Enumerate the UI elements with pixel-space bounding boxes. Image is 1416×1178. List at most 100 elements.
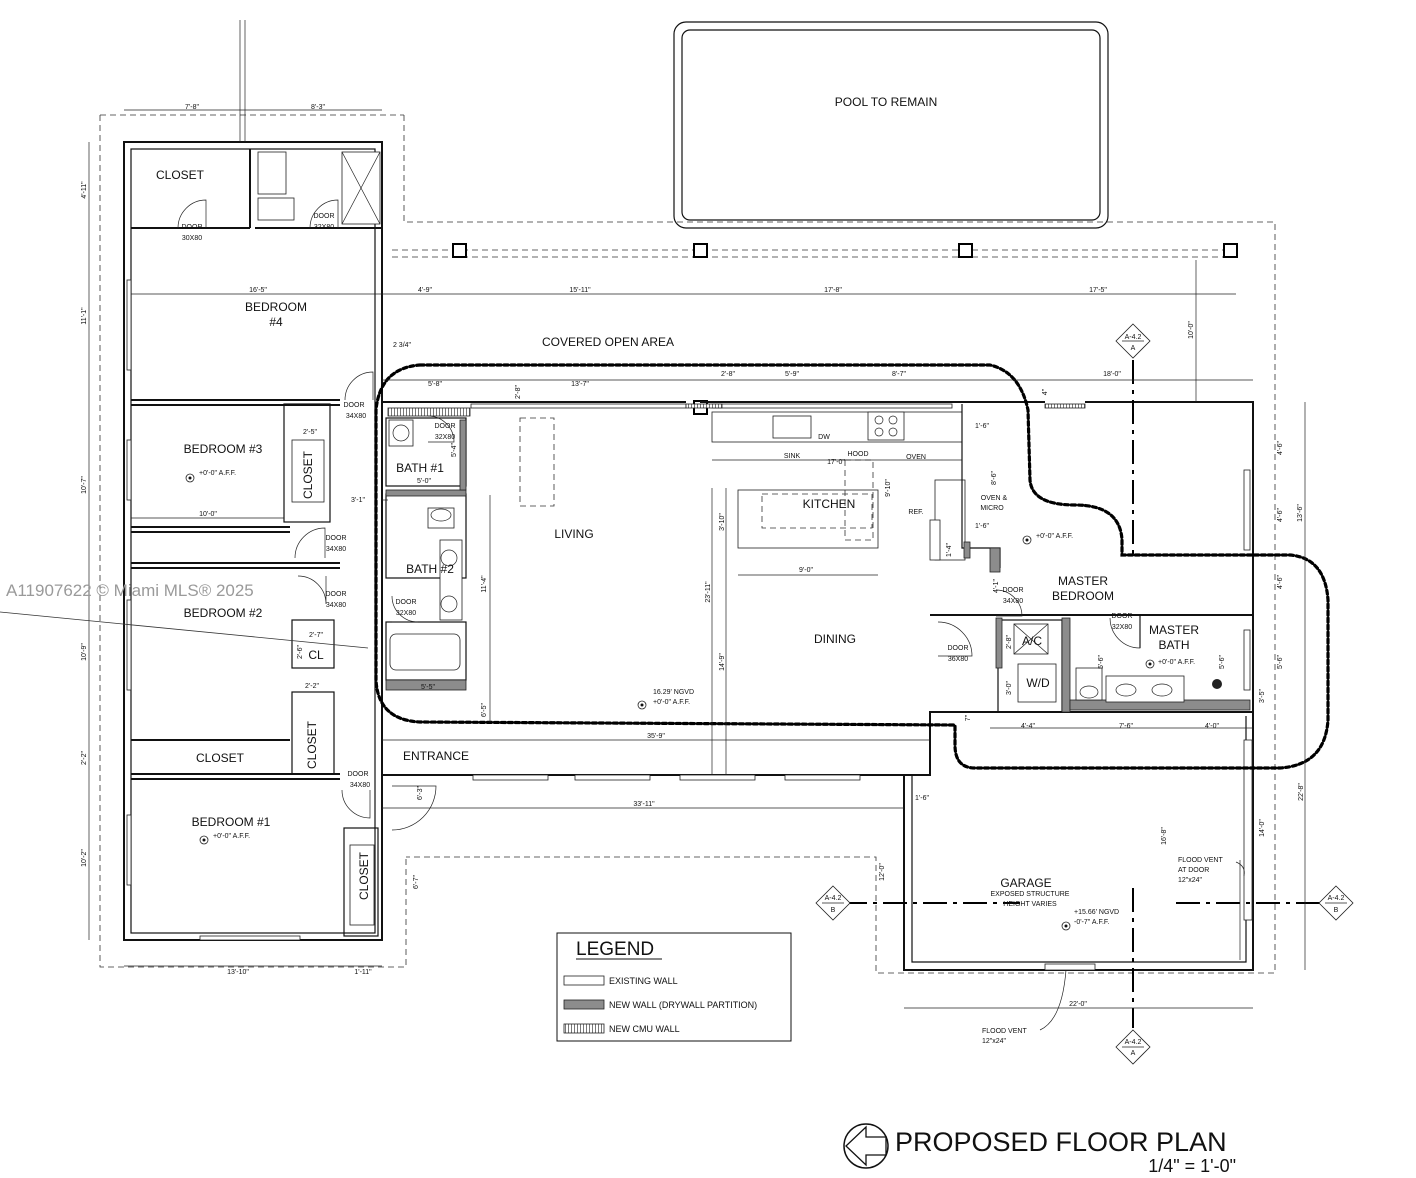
svg-text:16'-8": 16'-8"	[1161, 827, 1168, 845]
covered-area-label: COVERED OPEN AREA	[542, 335, 674, 349]
pool: POOL TO REMAIN	[673, 21, 1109, 229]
svg-text:35'-9": 35'-9"	[647, 733, 665, 740]
closet-b3-label: CLOSET	[301, 450, 315, 499]
master-bedroom-label-2: BEDROOM	[1052, 589, 1114, 603]
svg-text:8'-3": 8'-3"	[311, 104, 325, 111]
svg-text:17'-0": 17'-0"	[827, 459, 845, 466]
outer-dashed-line	[99, 114, 1276, 974]
master-bath-label-2: BATH	[1158, 638, 1189, 652]
master-bath-label: MASTER	[1149, 623, 1199, 637]
svg-text:+0'-0" A.F.F.: +0'-0" A.F.F.	[1158, 659, 1195, 666]
column	[452, 243, 467, 258]
svg-text:FLOOD VENT: FLOOD VENT	[982, 1028, 1027, 1035]
svg-text:9'-10": 9'-10"	[885, 479, 892, 497]
master-bedroom-label: MASTER	[1058, 574, 1108, 588]
svg-text:32X80: 32X80	[435, 434, 455, 441]
svg-text:B: B	[1334, 907, 1339, 914]
svg-text:DOOR: DOOR	[948, 645, 969, 652]
svg-text:1'-4": 1'-4"	[946, 543, 953, 557]
title-block: PROPOSED FLOOR PLAN 1/4" = 1'-0"	[843, 1123, 1236, 1176]
section-lines	[843, 360, 1322, 1028]
wd-label: W/D	[1026, 676, 1050, 690]
svg-text:6'-7": 6'-7"	[413, 875, 420, 889]
svg-text:8'-7": 8'-7"	[892, 371, 906, 378]
section-marker-top: A-4.2 A	[1115, 323, 1151, 359]
svg-text:32X80: 32X80	[396, 610, 416, 617]
plan-scale: 1/4" = 1'-0"	[1148, 1156, 1236, 1176]
dimension-labels: 7'-8" 8'-3" 4'-11" 11'-1" 10'-7" 10'-9" …	[81, 104, 1305, 1008]
garage-note-1: EXPOSED STRUCTURE	[991, 891, 1070, 898]
svg-text:22'-0": 22'-0"	[1069, 1001, 1087, 1008]
bedroom-2-label: BEDROOM #2	[184, 606, 263, 620]
svg-text:5'-0": 5'-0"	[417, 478, 431, 485]
svg-text:DW: DW	[818, 434, 830, 441]
room-labels: CLOSET BEDROOM #4 BEDROOM #3 BEDROOM #2 …	[156, 168, 1199, 908]
column	[1223, 243, 1238, 258]
pool-label: POOL TO REMAIN	[835, 95, 937, 109]
svg-text:34X80: 34X80	[326, 602, 346, 609]
elevation-tags: +0'-0" A.F.F. +0'-0" A.F.F. 16.29' NGVD …	[185, 470, 1195, 931]
svg-text:DOOR: DOOR	[1003, 587, 1024, 594]
svg-text:18'-0": 18'-0"	[1103, 371, 1121, 378]
svg-text:7": 7"	[965, 714, 972, 721]
svg-text:HOOD: HOOD	[848, 451, 869, 458]
svg-text:13'-6": 13'-6"	[1297, 504, 1304, 522]
svg-text:4'-1": 4'-1"	[993, 579, 1000, 593]
svg-text:2'-5": 2'-5"	[303, 429, 317, 436]
svg-text:32X80: 32X80	[314, 224, 334, 231]
svg-text:DOOR: DOOR	[326, 591, 347, 598]
svg-text:7'-6": 7'-6"	[1119, 723, 1133, 730]
kitchen-fixture-labels: SINK DW HOOD OVEN OVEN & MICRO REF.	[784, 434, 1008, 516]
main-house-walls	[381, 400, 1254, 781]
svg-text:34X80: 34X80	[346, 413, 366, 420]
svg-text:OVEN: OVEN	[906, 454, 926, 461]
dimension-lines	[88, 20, 1306, 1009]
legend-title: LEGEND	[576, 939, 654, 960]
svg-text:10'-0": 10'-0"	[1188, 321, 1195, 339]
garage-label: GARAGE	[1000, 876, 1051, 890]
svg-text:5'-5": 5'-5"	[421, 684, 435, 691]
svg-text:MICRO: MICRO	[980, 505, 1004, 512]
svg-text:4'-9": 4'-9"	[418, 287, 432, 294]
svg-text:32X80: 32X80	[1112, 624, 1132, 631]
door-tags: DOOR 30X80 DOOR 32X80 DOOR 34X80 DOOR 32…	[182, 213, 1133, 789]
svg-text:17'-5": 17'-5"	[1089, 287, 1107, 294]
svg-text:+0'-0" A.F.F.: +0'-0" A.F.F.	[213, 833, 250, 840]
svg-text:3'-1": 3'-1"	[351, 497, 365, 504]
svg-text:2'-2": 2'-2"	[81, 751, 88, 765]
svg-text:4'-0": 4'-0"	[1205, 723, 1219, 730]
svg-text:14'-0": 14'-0"	[1259, 819, 1266, 837]
watermark: A11907622 © Miami MLS® 2025	[0, 581, 369, 649]
closet-cl-label: CL	[308, 648, 324, 662]
garage-walls	[903, 712, 1254, 971]
svg-text:4": 4"	[1042, 388, 1049, 395]
legend-item-drywall: NEW WALL (DRYWALL PARTITION)	[609, 1000, 757, 1010]
svg-text:1'-6": 1'-6"	[915, 795, 929, 802]
svg-text:6'-5": 6'-5"	[481, 703, 488, 717]
svg-text:B: B	[831, 907, 836, 914]
svg-text:8'-6": 8'-6"	[991, 471, 998, 485]
svg-text:5'-6": 5'-6"	[1277, 655, 1284, 669]
svg-text:2'-8": 2'-8"	[1006, 635, 1013, 649]
bedroom-4-number: #4	[269, 315, 283, 329]
svg-text:2'-2": 2'-2"	[305, 683, 319, 690]
svg-text:36X80: 36X80	[948, 656, 968, 663]
legend-swatch-drywall	[563, 999, 605, 1010]
svg-text:3'-0": 3'-0"	[1006, 681, 1013, 695]
legend-swatch-existing	[563, 975, 605, 986]
mls-watermark: A11907622 © Miami MLS® 2025	[6, 581, 254, 600]
svg-text:10'-0": 10'-0"	[199, 511, 217, 518]
svg-text:+15.66' NGVD: +15.66' NGVD	[1074, 909, 1119, 916]
svg-text:5'-6": 5'-6"	[1098, 655, 1105, 669]
svg-text:9'-0": 9'-0"	[799, 567, 813, 574]
svg-text:2'-8": 2'-8"	[721, 371, 735, 378]
dining-label: DINING	[814, 632, 856, 646]
svg-text:1'-11": 1'-11"	[354, 969, 372, 976]
legend-item-cmu: NEW CMU WALL	[609, 1024, 680, 1034]
svg-text:4'-4": 4'-4"	[1021, 723, 1035, 730]
living-label: LIVING	[554, 527, 593, 541]
column	[958, 243, 973, 258]
svg-text:5'-8": 5'-8"	[428, 381, 442, 388]
svg-text:13'-7": 13'-7"	[571, 381, 589, 388]
bath-2-label: BATH #2	[406, 562, 454, 576]
